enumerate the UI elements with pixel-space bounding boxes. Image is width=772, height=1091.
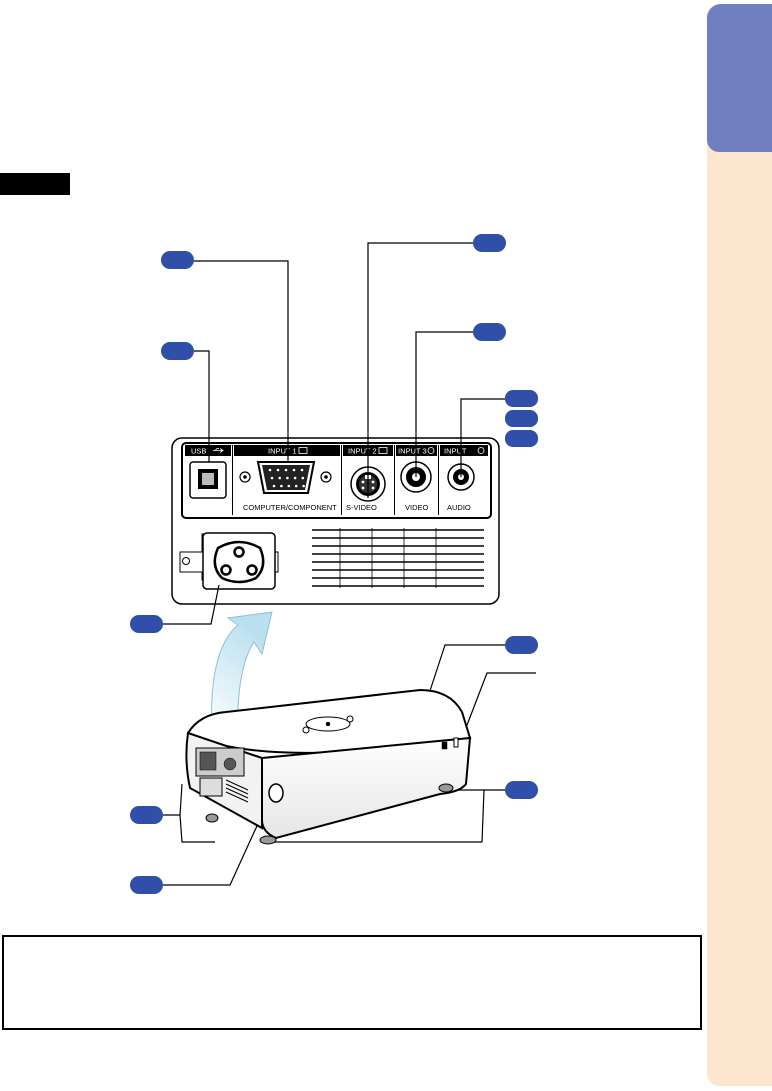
- usb-port-header: USB: [191, 447, 206, 456]
- lock-icon: [441, 737, 459, 750]
- callout-badge-input1: [161, 251, 194, 269]
- audio-icon: [477, 447, 485, 454]
- video-icon: [427, 447, 435, 454]
- callout-badge-rear-feet: [130, 806, 163, 824]
- vga-pin: [293, 476, 297, 480]
- vga-pin: [268, 468, 272, 472]
- ac-socket: [179, 532, 279, 590]
- callout-badge-audio-c: [505, 430, 538, 447]
- vga-pin: [292, 468, 296, 472]
- callout-badge-audio-b: [505, 410, 538, 427]
- section-side-strip: [707, 4, 772, 1086]
- vga-pin: [280, 484, 283, 488]
- vga-pin: [272, 484, 276, 488]
- callout-badge-audio-a: [505, 390, 538, 407]
- zoom-arrow: [211, 611, 273, 736]
- vga-pin: [301, 476, 305, 480]
- input2-port-header: INPUT 2: [348, 447, 377, 456]
- note-box: [2, 935, 702, 1030]
- callout-badge-feet: [505, 781, 538, 799]
- svideo-icon: [378, 447, 388, 454]
- usb-icon: [213, 448, 224, 453]
- vga-pin: [286, 476, 289, 480]
- callout-badge-ir-sensor: [130, 876, 163, 894]
- s-video-label: S-VIDEO: [346, 503, 377, 512]
- section-side-tab[interactable]: [707, 4, 772, 152]
- video-label: VIDEO: [405, 503, 429, 512]
- vga-pin: [302, 484, 305, 488]
- computer-component-port: [239, 461, 332, 494]
- callout-badge-usb: [161, 342, 194, 360]
- vga-pin: [270, 476, 274, 480]
- ventilation-grille: [312, 528, 484, 588]
- vga-pin: [287, 484, 291, 488]
- monitor-icon: [298, 447, 308, 454]
- input1-port-header: INPUT 1: [268, 447, 297, 456]
- vga-pin: [284, 468, 288, 472]
- terminal-panel: USB INPUT 1 INPUT 2 INPUT 3 INPUT: [171, 437, 500, 605]
- callout-badge-top: [505, 636, 538, 654]
- callout-badges: [130, 234, 538, 894]
- projector-body: [185, 688, 472, 845]
- callout-badge-video: [473, 323, 506, 341]
- section-heading-bar: [0, 173, 70, 195]
- vga-pin: [294, 484, 298, 488]
- input3-port-header: INPUT 3: [398, 447, 427, 456]
- audio-label: AUDIO: [447, 503, 471, 512]
- vga-pin: [300, 468, 304, 472]
- vga-pin: [276, 468, 280, 472]
- computer-component-label: COMPUTER/COMPONENT: [243, 503, 337, 512]
- callout-badge-s-video: [473, 234, 506, 252]
- vga-pin: [278, 476, 282, 480]
- usb-port: [189, 461, 227, 499]
- callout-badge-ac-socket: [130, 615, 163, 633]
- audio-port-header: INPUT: [444, 447, 467, 456]
